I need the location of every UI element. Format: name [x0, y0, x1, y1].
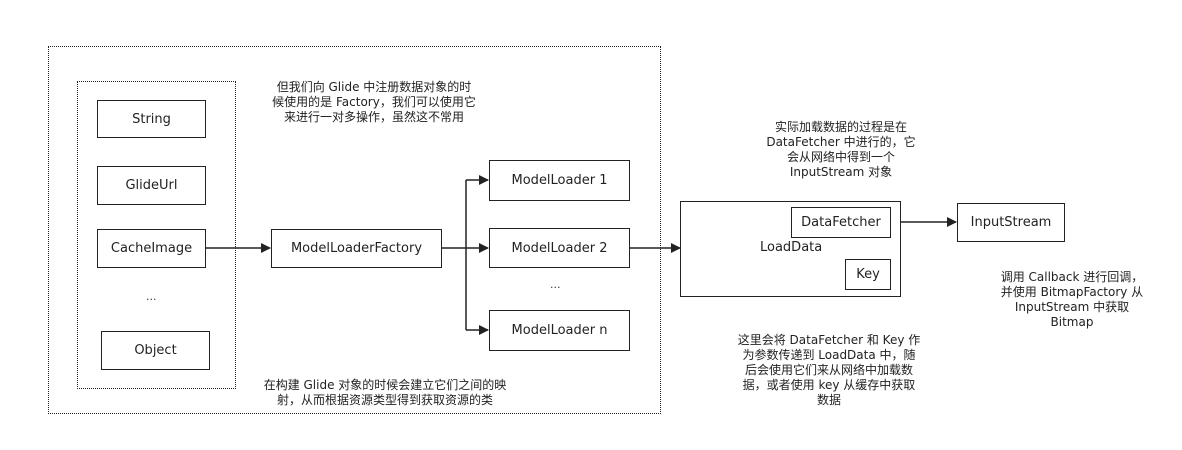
load-data-label: LoadData [760, 240, 823, 255]
models-group [77, 81, 236, 389]
loaddata-note-line-4: 据，或者使用 key 从缓存中获取 [742, 378, 916, 392]
callback-note-line-1: 调用 Callback 进行回调， [1000, 270, 1144, 284]
model-loader-factory-box: ModelLoaderFactory [271, 229, 442, 268]
loaddata-note-line-1: 这里会将 DataFetcher 和 Key 作 [737, 333, 921, 347]
model-glideurl-label: GlideUrl [125, 178, 178, 193]
fetcher-note-line-3: 会从网络中得到一个 [786, 150, 895, 164]
model-cacheimage-box: CacheImage [97, 229, 206, 268]
loaddata-note-line-5: 数据 [816, 393, 841, 407]
loaddata-note-line-2: 为参数传递到 LoadData 中，随 [742, 348, 916, 362]
data-fetcher-box: DataFetcher [791, 207, 891, 238]
callback-note-line-3: InputStream 中获取 [1014, 300, 1130, 314]
input-stream-label: InputStream [970, 215, 1052, 230]
loaders-ellipsis: ... [550, 278, 561, 291]
build-note-line-1: 在构建 Glide 对象的时候会建立它们之间的映 [263, 378, 507, 392]
model-loader-1-box: ModelLoader 1 [489, 160, 630, 201]
model-object-label: Object [134, 343, 177, 358]
callback-note-line-2: 并使用 BitmapFactory 从 [1000, 285, 1144, 299]
input-stream-box: InputStream [957, 203, 1065, 242]
model-loader-n-label: ModelLoader n [511, 323, 608, 338]
factory-note-line-2: 候使用的是 Factory，我们可以使用它 [272, 95, 476, 109]
key-box: Key [845, 259, 891, 290]
factory-note: 但我们向 Glide 中注册数据对象的时 候使用的是 Factory，我们可以使… [258, 80, 490, 125]
model-cacheimage-label: CacheImage [110, 241, 193, 256]
fetcher-note-line-2: DataFetcher 中进行的，它 [766, 135, 916, 149]
model-string-label: String [132, 111, 171, 127]
models-ellipsis: ... [146, 290, 157, 303]
factory-note-line-3: 来进行一对多操作，虽然这不常用 [283, 110, 464, 124]
model-loader-n-box: ModelLoader n [489, 310, 630, 351]
build-note: 在构建 Glide 对象的时候会建立它们之间的映 射，从而根据资源类型得到获取资… [238, 378, 532, 408]
data-fetcher-label: DataFetcher [801, 215, 881, 230]
model-string-box: String [97, 100, 206, 138]
callback-note: 调用 Callback 进行回调， 并使用 BitmapFactory 从 In… [983, 270, 1161, 330]
model-loader-factory-label: ModelLoaderFactory [290, 241, 423, 256]
model-glideurl-box: GlideUrl [97, 166, 206, 205]
fetcher-note-line-4: InputStream 对象 [789, 165, 893, 179]
fetcher-note: 实际加载数据的过程是在 DataFetcher 中进行的，它 会从网络中得到一个… [752, 120, 930, 180]
callback-note-line-4: Bitmap [1050, 315, 1094, 329]
build-note-line-2: 射，从而根据资源类型得到获取资源的类 [276, 393, 493, 407]
loaddata-note-line-3: 后会使用它们来从网络中加载数 [744, 363, 913, 377]
model-object-box: Object [101, 331, 210, 370]
factory-note-line-1: 但我们向 Glide 中注册数据对象的时 [276, 80, 472, 94]
key-label: Key [856, 267, 880, 282]
model-loader-2-label: ModelLoader 2 [511, 240, 608, 256]
loaddata-note: 这里会将 DataFetcher 和 Key 作 为参数传递到 LoadData… [722, 333, 936, 408]
model-loader-1-label: ModelLoader 1 [511, 173, 608, 188]
model-loader-2-box: ModelLoader 2 [489, 228, 630, 268]
fetcher-note-line-1: 实际加载数据的过程是在 [774, 120, 907, 134]
registry-group [48, 46, 661, 414]
